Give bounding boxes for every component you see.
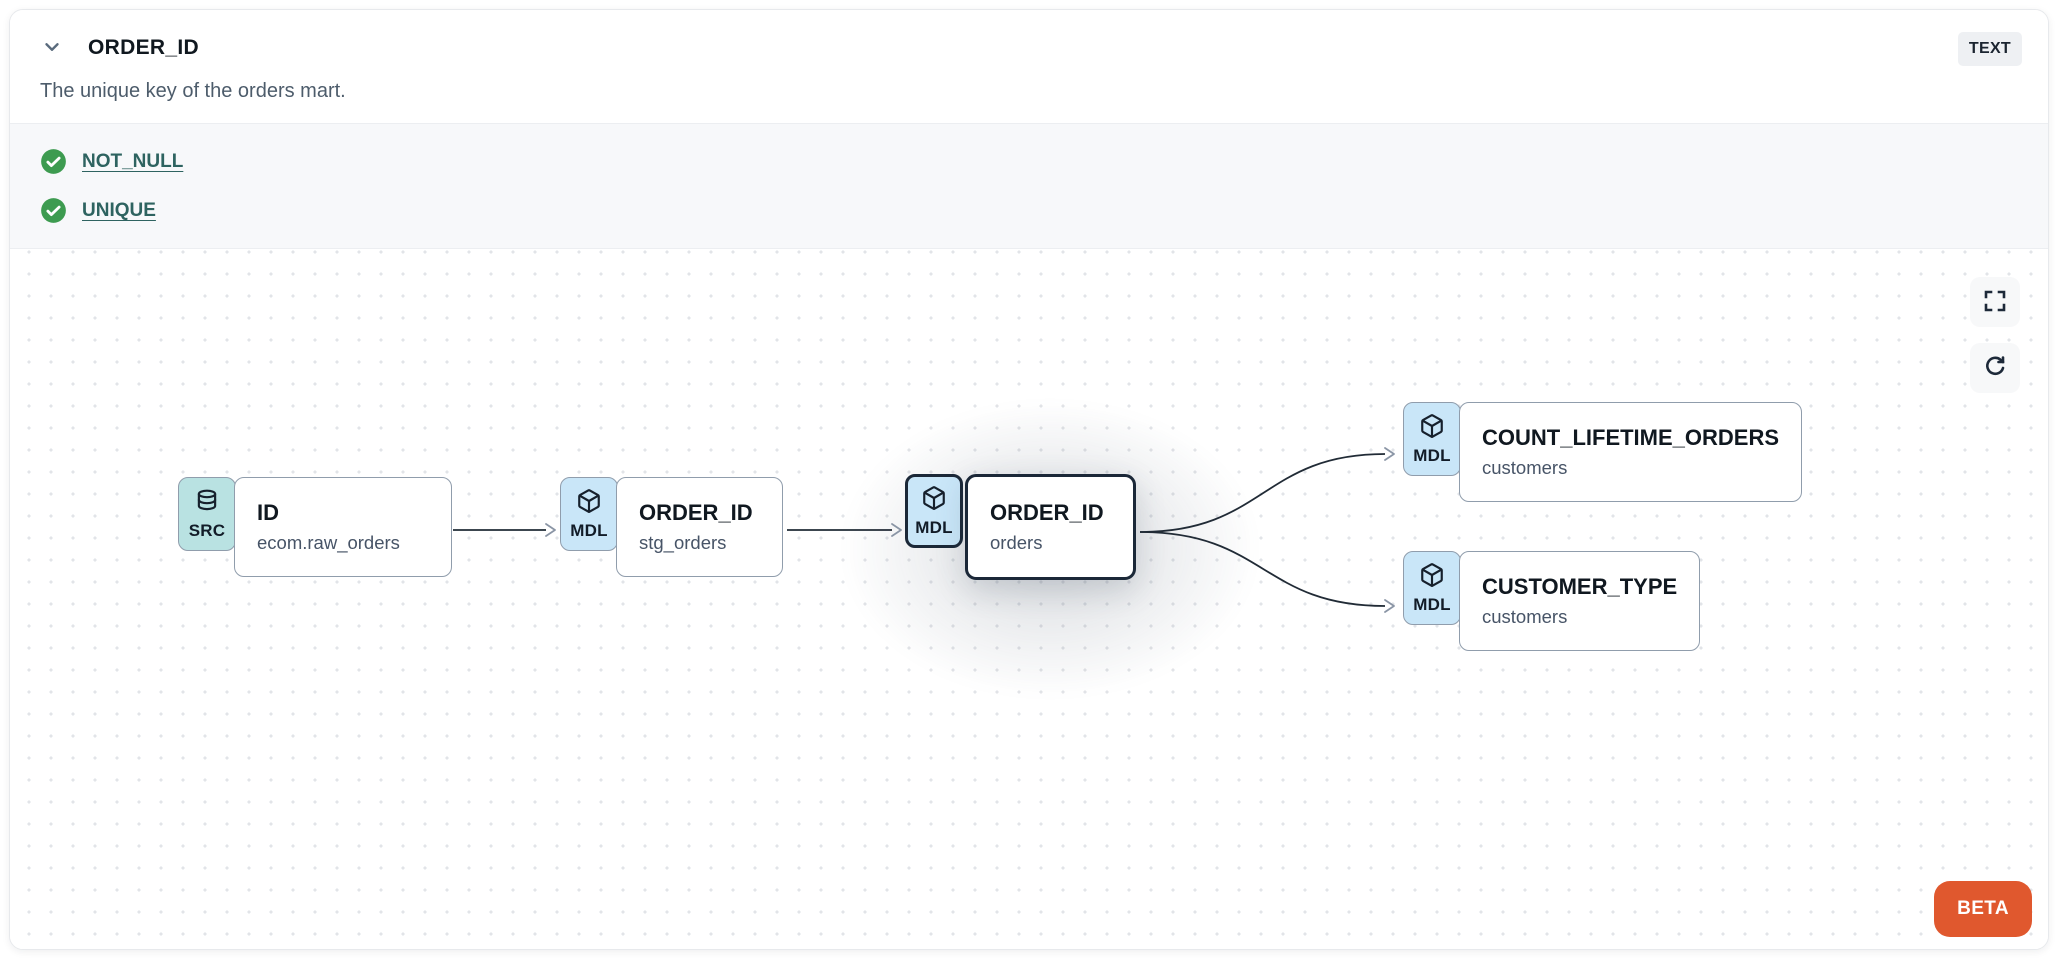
node-title: COUNT_LIFETIME_ORDERS [1482, 425, 1780, 450]
test-row: UNIQUE [40, 186, 2018, 235]
node-subtitle: ecom.raw_orders [257, 532, 400, 553]
node-subtitle: customers [1482, 606, 1568, 627]
node-kind-label: MDL [1413, 445, 1451, 465]
test-link-not-null[interactable]: NOT_NULL [82, 150, 184, 172]
node-kind-label: MDL [915, 517, 953, 537]
node-kind-label: MDL [1413, 594, 1451, 614]
lineage-canvas[interactable]: SRC ID ecom.raw_orders MDL ORDE [10, 249, 2048, 949]
node-card: ORDER_ID orders [965, 474, 1136, 580]
node-title: ID [257, 500, 279, 525]
node-subtitle: customers [1482, 457, 1568, 478]
beta-button[interactable]: BETA [1934, 881, 2032, 937]
node-kind-badge: MDL [1403, 551, 1461, 625]
check-circle-icon [40, 148, 67, 175]
cube-icon [1419, 562, 1445, 593]
panel-header: ORDER_ID TEXT The unique key of the orde… [10, 10, 2048, 123]
cube-icon [1419, 413, 1445, 444]
tests-section: NOT_NULL UNIQUE [10, 123, 2048, 249]
column-detail-panel: ORDER_ID TEXT The unique key of the orde… [9, 9, 2049, 950]
node-title: CUSTOMER_TYPE [1482, 574, 1678, 599]
cube-icon [576, 488, 602, 519]
node-kind-label: SRC [188, 520, 226, 540]
node-subtitle: orders [990, 532, 1043, 553]
chevron-down-icon [41, 36, 63, 61]
node-card: ORDER_ID stg_orders [616, 477, 783, 577]
node-kind-badge: MDL [1403, 402, 1461, 476]
node-kind-badge: SRC [178, 477, 236, 551]
fullscreen-button[interactable] [1970, 277, 2020, 327]
node-kind-badge: MDL [905, 474, 963, 548]
node-title: ORDER_ID [990, 500, 1104, 525]
node-title: ORDER_ID [639, 500, 753, 525]
lineage-edges [453, 447, 1395, 613]
refresh-icon [1983, 355, 2007, 382]
refresh-button[interactable] [1970, 343, 2020, 393]
fullscreen-icon [1983, 289, 2007, 316]
node-card: COUNT_LIFETIME_ORDERS customers [1459, 402, 1803, 502]
database-icon [194, 488, 220, 519]
canvas-controls [1970, 277, 2020, 393]
column-type-badge: TEXT [1957, 32, 2022, 66]
node-card: CUSTOMER_TYPE customers [1459, 551, 1701, 651]
node-card: ID ecom.raw_orders [234, 477, 452, 577]
collapse-chevron-button[interactable] [40, 36, 64, 60]
column-title: ORDER_ID [88, 36, 199, 59]
node-kind-label: MDL [570, 520, 608, 540]
cube-icon [921, 485, 947, 516]
test-link-unique[interactable]: UNIQUE [82, 199, 156, 221]
check-circle-icon [40, 197, 67, 224]
column-description: The unique key of the orders mart. [40, 80, 346, 102]
node-subtitle: stg_orders [639, 532, 727, 553]
node-kind-badge: MDL [560, 477, 618, 551]
test-row: NOT_NULL [40, 137, 2018, 186]
